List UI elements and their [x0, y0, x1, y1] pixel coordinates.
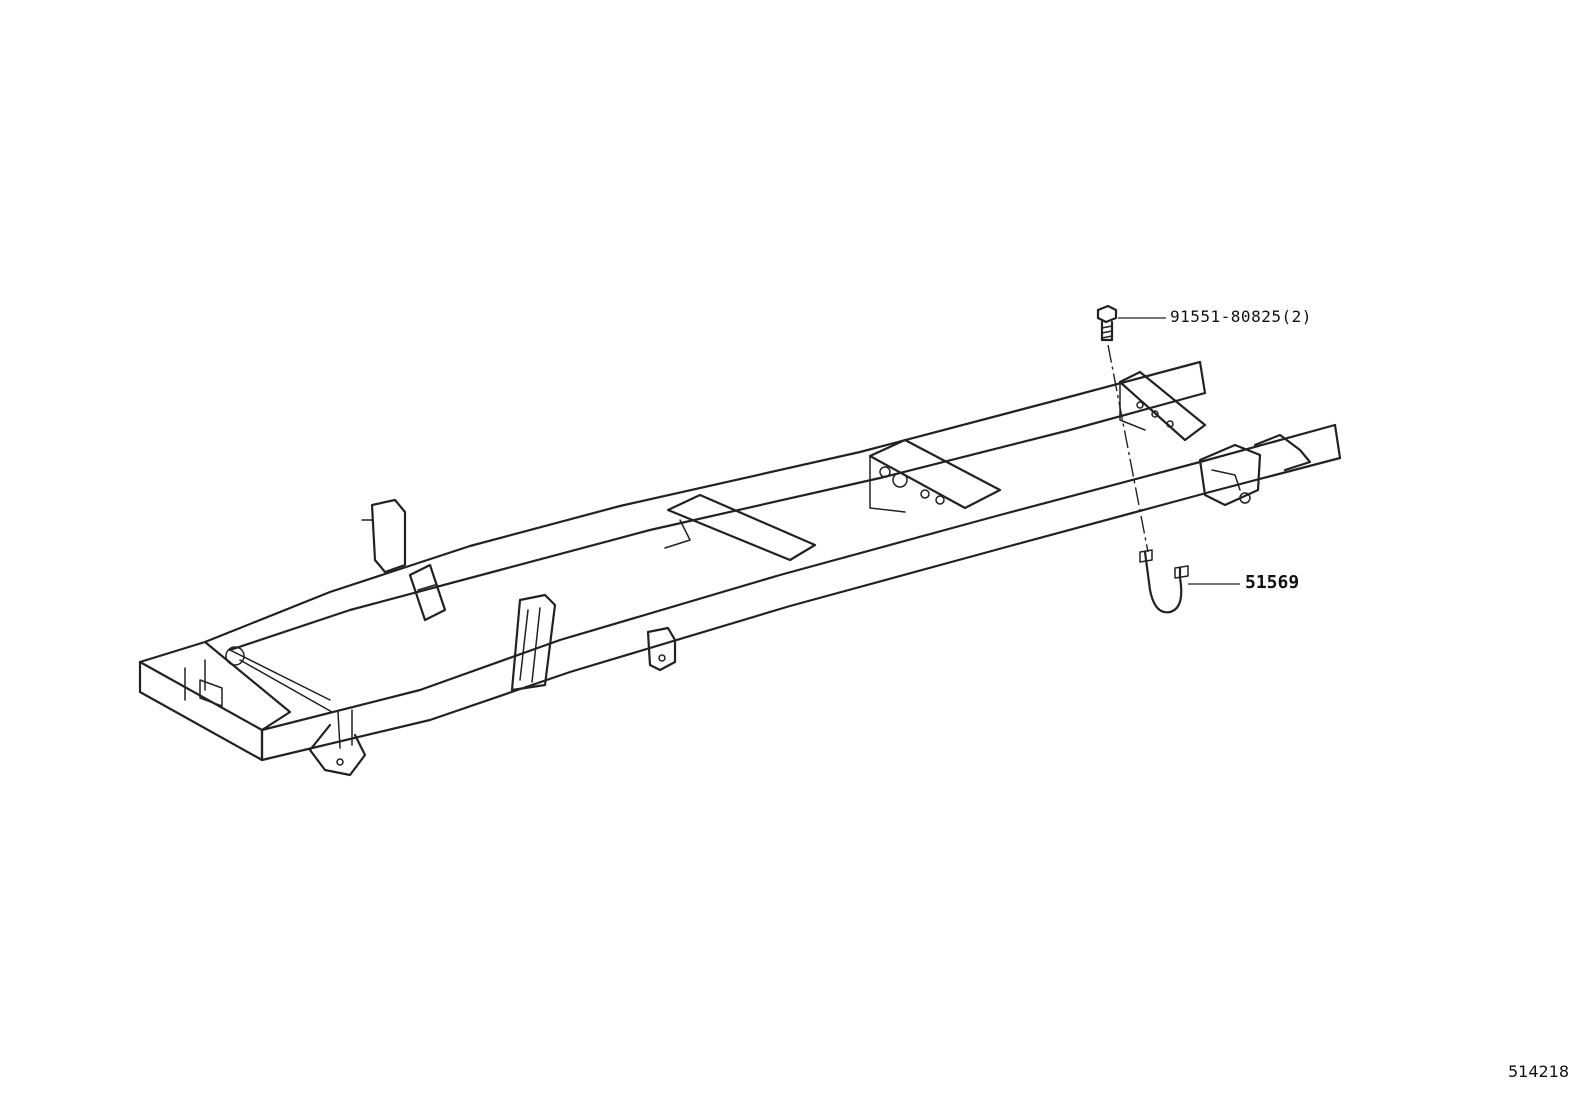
front-crossmember	[138, 640, 333, 762]
part-label-bracket[interactable]: 51569	[1245, 572, 1300, 593]
rear-spring-hanger	[1198, 433, 1312, 507]
body-mount-bracket-2	[408, 563, 447, 622]
crossmember-2	[868, 438, 1002, 513]
spring-hanger-front	[308, 709, 367, 777]
part-label-bolt[interactable]: 91551-80825(2)	[1170, 307, 1312, 326]
crossmember-1	[664, 493, 817, 562]
bolt-icon	[1096, 304, 1118, 342]
left-side-rail	[260, 423, 1342, 762]
body-mount-bracket-3	[646, 626, 677, 672]
spring-hanger-middle	[510, 593, 557, 692]
crossmember-3	[1118, 370, 1207, 442]
bracket-icon	[1139, 549, 1189, 614]
body-mount-bracket-1	[361, 498, 407, 574]
installation-line	[1107, 344, 1149, 553]
right-side-rail	[203, 360, 1207, 652]
illustration-number: 514218	[1508, 1062, 1570, 1081]
